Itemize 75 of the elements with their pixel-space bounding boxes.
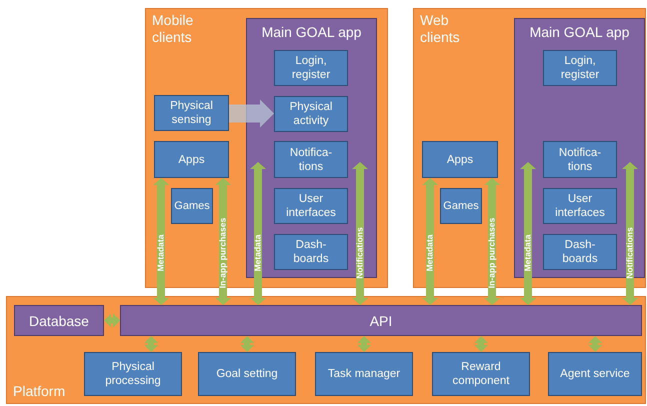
box-label: API	[370, 312, 392, 328]
panel-title: Web clients	[420, 12, 461, 46]
box-label: Notifica- tions	[558, 146, 602, 174]
edge-label: Metadata	[156, 234, 166, 272]
component-box	[84, 352, 182, 396]
box-label: Physical activity	[288, 100, 334, 128]
arrow	[229, 100, 274, 128]
edge-label: Metadata	[254, 234, 262, 272]
module-box	[274, 50, 348, 86]
arrow	[144, 336, 158, 352]
box-label: Dash- boards	[561, 238, 599, 266]
box-label: Notifica- tions	[288, 146, 334, 174]
arrow	[357, 336, 371, 352]
box-label: Login, register	[560, 54, 600, 82]
box-label: User interfaces	[285, 192, 337, 220]
component-box	[198, 352, 296, 396]
box-label: Apps	[446, 152, 474, 166]
component-box	[315, 352, 413, 396]
arrow	[520, 162, 536, 305]
module-box	[274, 188, 348, 224]
module-box	[171, 188, 213, 224]
panel-title: Main GOAL app	[528, 24, 630, 41]
database-box	[14, 305, 104, 336]
box-label: Login, register	[290, 54, 332, 82]
edge-label: In-app purchases	[218, 218, 228, 288]
module-box	[274, 96, 348, 132]
edge-label: Metadata	[426, 234, 434, 272]
box-label: Games	[174, 199, 210, 213]
box-label: User interfaces	[554, 192, 606, 220]
component-box	[432, 352, 530, 396]
arrow	[250, 162, 266, 305]
box-label: Physical processing	[104, 360, 162, 388]
module-box	[274, 234, 348, 270]
api-bar	[120, 305, 642, 336]
arrow	[352, 162, 368, 305]
module-box	[543, 50, 617, 86]
edge-label: In-app purchases	[488, 218, 496, 288]
arrow	[240, 336, 254, 352]
arrow	[588, 336, 602, 352]
arrow	[622, 162, 638, 305]
box-label: Dash- boards	[292, 238, 330, 266]
box-label: Database	[29, 312, 89, 328]
box-label: Goal setting	[215, 367, 279, 381]
app-panel	[246, 18, 377, 278]
component-box	[548, 352, 642, 396]
client-panel	[413, 8, 646, 288]
panel-title: Platform	[13, 383, 66, 400]
box-label: Reward component	[452, 360, 510, 388]
platform-panel	[6, 296, 646, 404]
arrow	[215, 178, 231, 305]
module-box	[274, 141, 348, 178]
box-label: Games	[443, 199, 479, 213]
module-box	[440, 188, 482, 224]
module-box	[154, 95, 229, 131]
edge-label: Metadata	[524, 234, 532, 272]
box-label: Agent service	[559, 367, 631, 381]
module-box	[154, 141, 229, 178]
app-panel	[514, 18, 645, 278]
module-box	[543, 141, 617, 178]
arrow	[153, 178, 169, 305]
module-box	[422, 141, 498, 178]
arrow	[104, 314, 120, 328]
box-label: Physical sensing	[169, 99, 214, 127]
client-panel	[145, 8, 388, 288]
arrow	[474, 336, 488, 352]
edge-label: Notifications	[356, 227, 364, 279]
arrow	[422, 178, 438, 305]
module-box	[543, 234, 617, 270]
module-box	[543, 188, 617, 224]
box-label: Task manager	[326, 367, 402, 381]
panel-title: Mobile clients	[152, 12, 194, 46]
box-label: Apps	[177, 152, 206, 166]
arrow	[484, 178, 500, 305]
panel-title: Main GOAL app	[260, 24, 362, 41]
edge-label: Notifications	[626, 227, 634, 279]
